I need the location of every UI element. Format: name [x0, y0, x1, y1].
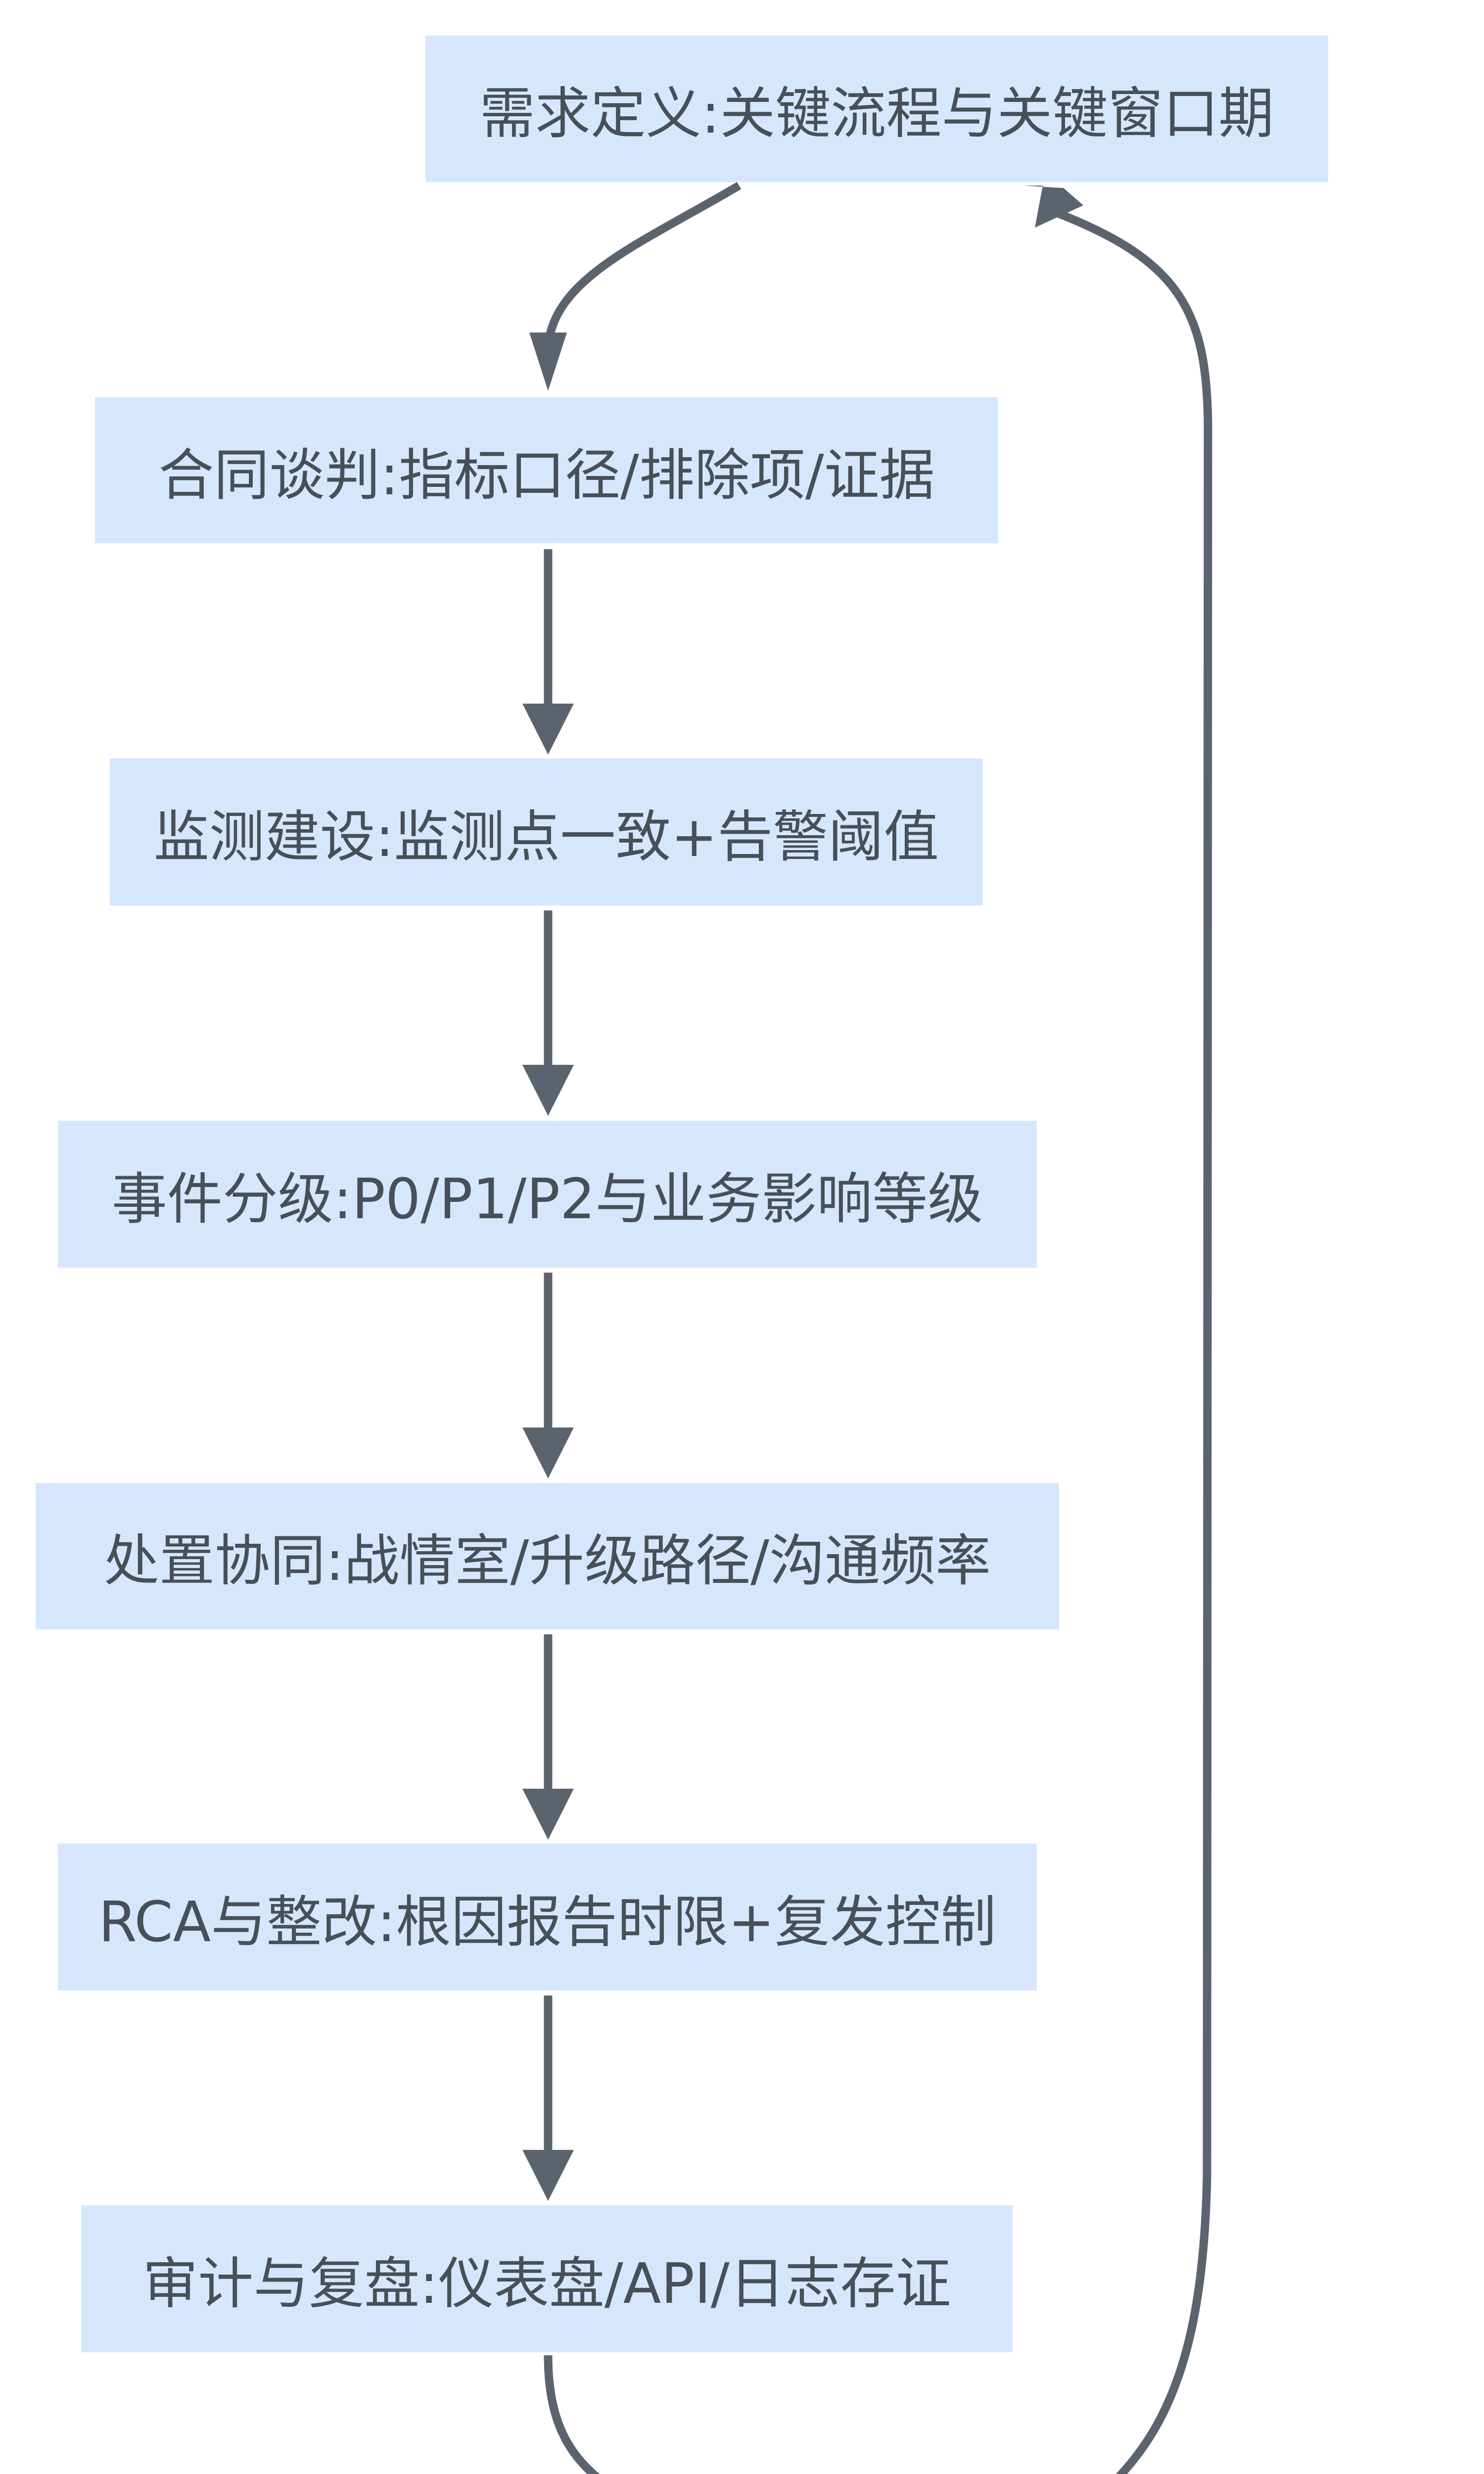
node-label: 合同谈判:指标口径/排除项/证据 [158, 443, 935, 508]
node-label: 审计与复盘:仪表盘/API/日志存证 [142, 2251, 951, 2316]
arrowhead-n5-n6 [522, 1789, 574, 1840]
node-label: 需求定义:关键流程与关键窗口期 [479, 82, 1274, 146]
edge-n1-n2 [544, 182, 742, 347]
arrowhead-n2-n3 [522, 704, 574, 755]
flow-node-contract-negotiation[interactable]: 合同谈判:指标口径/排除项/证据 [95, 397, 998, 543]
edge-n8-n1 [1042, 204, 1212, 2474]
node-label: 事件分级:P0/P1/P2与业务影响等级 [111, 1167, 983, 1232]
arrowhead-n8-n1 [1023, 186, 1083, 228]
node-label: 处置协同:战情室/升级路径/沟通频率 [103, 1529, 991, 1593]
flow-node-rca-remediation[interactable]: RCA与整改:根因报告时限+复发控制 [58, 1844, 1037, 1991]
flow-node-audit-review[interactable]: 审计与复盘:仪表盘/API/日志存证 [81, 2205, 1013, 2352]
arrowhead-n4-n5 [522, 1427, 574, 1478]
node-label: RCA与整改:根因报告时限+复发控制 [98, 1890, 996, 1954]
arrowhead-n1-n2 [529, 333, 567, 391]
edge-n7-n8 [544, 2355, 600, 2474]
arrowhead-n6-n7 [522, 2150, 574, 2201]
node-label: 监测建设:监测点一致+告警阈值 [153, 805, 939, 869]
flow-node-incident-grading[interactable]: 事件分级:P0/P1/P2与业务影响等级 [58, 1121, 1037, 1268]
flow-node-monitoring-setup[interactable]: 监测建设:监测点一致+告警阈值 [110, 759, 983, 905]
flow-node-requirements[interactable]: 需求定义:关键流程与关键窗口期 [425, 36, 1328, 182]
flow-node-response-coordination[interactable]: 处置协同:战情室/升级路径/沟通频率 [36, 1483, 1059, 1629]
arrowhead-n3-n4 [522, 1065, 574, 1116]
